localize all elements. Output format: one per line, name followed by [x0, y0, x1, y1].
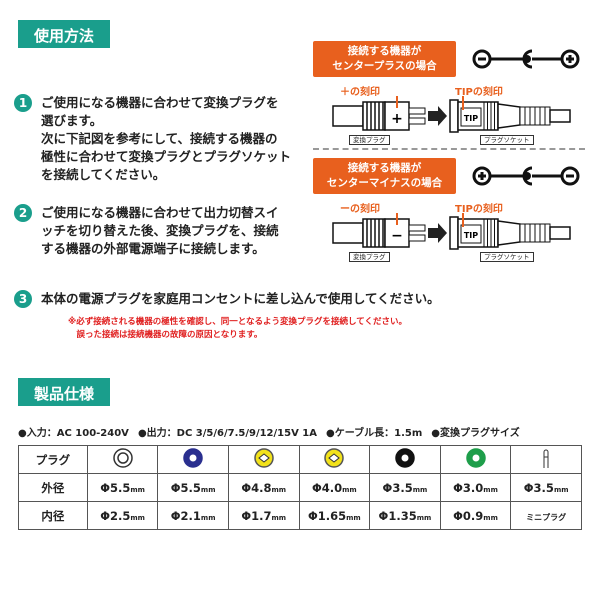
mark-label: ＋の刻印: [340, 87, 380, 98]
socket-label: プラグソケット: [480, 135, 534, 145]
plus-terminal-icon: [560, 49, 580, 69]
inner-diameter-cell: Φ2.1mm: [157, 501, 229, 530]
plug-icon-cell: [86, 445, 159, 474]
inner-diameter-cell: Φ1.65mm: [298, 501, 371, 530]
mark-label: ーの刻印: [340, 204, 380, 215]
outer-diameter-cell: Φ4.0mm: [298, 473, 371, 502]
outer-diameter-cell: Φ5.5mm: [157, 473, 229, 502]
tip-label: TIPの刻印: [455, 87, 503, 98]
step-3: 3 本体の電源プラグを家庭用コンセントに差し込んで使用してください。: [14, 290, 440, 308]
table-row: プラグ: [18, 445, 582, 474]
plug-diagram: − TIP: [332, 213, 571, 250]
plug-tip-icon: [253, 448, 274, 468]
inner-diameter-cell: Φ2.5mm: [86, 501, 159, 530]
specs-title: 製品仕様: [18, 378, 110, 406]
polarity-header: 接続する機器が センターマイナスの場合: [313, 158, 456, 194]
minus-terminal-icon: [472, 49, 492, 69]
socket-label: プラグソケット: [480, 252, 534, 262]
plus-terminal-icon: [472, 166, 492, 186]
plug-diagram: + TIP: [332, 96, 571, 133]
plug-icon-cell: [298, 445, 371, 474]
mini-plug-icon: [543, 449, 549, 468]
spec-cable: ●ケーブル長：1.5m: [326, 428, 423, 439]
plug-tip-icon: [183, 448, 203, 468]
spec-line: ●入力：AC 100-240V ●出力：DC 3/5/6/7.5/9/12/15V…: [18, 424, 529, 439]
usage-title: 使用方法: [18, 20, 110, 48]
polarity-symbol-icon: [472, 166, 580, 186]
outer-diameter-cell: Φ3.0mm: [439, 473, 512, 502]
step-1: 1 ご使用になる機器に合わせて変換プラグを 選びます。 次に下記図を参考にして、接…: [14, 94, 291, 184]
arrow-right-icon: [428, 223, 447, 243]
polarity-header: 接続する機器が センタープラスの場合: [313, 41, 456, 77]
warning-note: ※必ず接続される機器の極性を確認し、同一となるよう変換プラグを接続してください。…: [68, 317, 408, 340]
step-2: 2 ご使用になる機器に合わせて出力切替スイ ッチを切り替えた後、変換プラグを、接続…: [14, 204, 279, 258]
step-text: ご使用になる機器に合わせて出力切替スイ ッチを切り替えた後、変換プラグを、接続 …: [41, 205, 279, 256]
row-header: 内径: [18, 501, 88, 530]
plug-label: 変換プラグ: [349, 252, 390, 262]
arrow-right-icon: [428, 106, 447, 126]
step-text: ご使用になる機器に合わせて変換プラグを 選びます。 次に下記図を参考にして、接続…: [41, 95, 292, 182]
row-header: プラグ: [18, 445, 88, 474]
plug-tip-icon: [465, 448, 486, 468]
inner-diameter-cell: ミニプラグ: [510, 501, 582, 530]
inner-diameter-cell: Φ1.35mm: [369, 501, 441, 530]
tip-label: TIPの刻印: [455, 204, 503, 215]
tip-mark: TIP: [464, 114, 478, 123]
outer-diameter-cell: Φ3.5mm: [510, 473, 582, 502]
outer-diameter-cell: Φ3.5mm: [369, 473, 441, 502]
step-text: 本体の電源プラグを家庭用コンセントに差し込んで使用してください。: [41, 291, 440, 306]
step-number: 3: [14, 290, 32, 308]
plug-icon-cell: [439, 445, 512, 474]
inner-diameter-cell: Φ1.7mm: [227, 501, 300, 530]
plug-label: 変換プラグ: [349, 135, 390, 145]
spec-output: ●出力：DC 3/5/6/7.5/9/12/15V 1A: [137, 428, 317, 439]
polarity-mark: −: [391, 228, 403, 244]
minus-terminal-icon: [560, 166, 580, 186]
divider: [313, 148, 585, 150]
plug-icon-cell: [157, 445, 229, 474]
step-number: 1: [14, 94, 32, 112]
inner-diameter-cell: Φ0.9mm: [439, 501, 512, 530]
plug-tip-icon: [395, 448, 415, 468]
plug-tip-icon: [112, 448, 133, 468]
spec-input: ●入力：AC 100-240V: [18, 428, 129, 439]
plug-icon-cell: [227, 445, 300, 474]
row-header: 外径: [18, 473, 88, 502]
outer-diameter-cell: Φ4.8mm: [227, 473, 300, 502]
spec-plug-size: ●変換プラグサイズ: [431, 428, 520, 439]
plug-tip-icon: [324, 448, 345, 468]
polarity-symbol-icon: [472, 49, 580, 69]
tip-mark: TIP: [464, 231, 478, 240]
plug-icon-cell: [369, 445, 441, 474]
outer-diameter-cell: Φ5.5mm: [86, 473, 159, 502]
plug-icon-cell: [510, 445, 582, 474]
step-number: 2: [14, 204, 32, 222]
polarity-mark: +: [391, 111, 403, 127]
